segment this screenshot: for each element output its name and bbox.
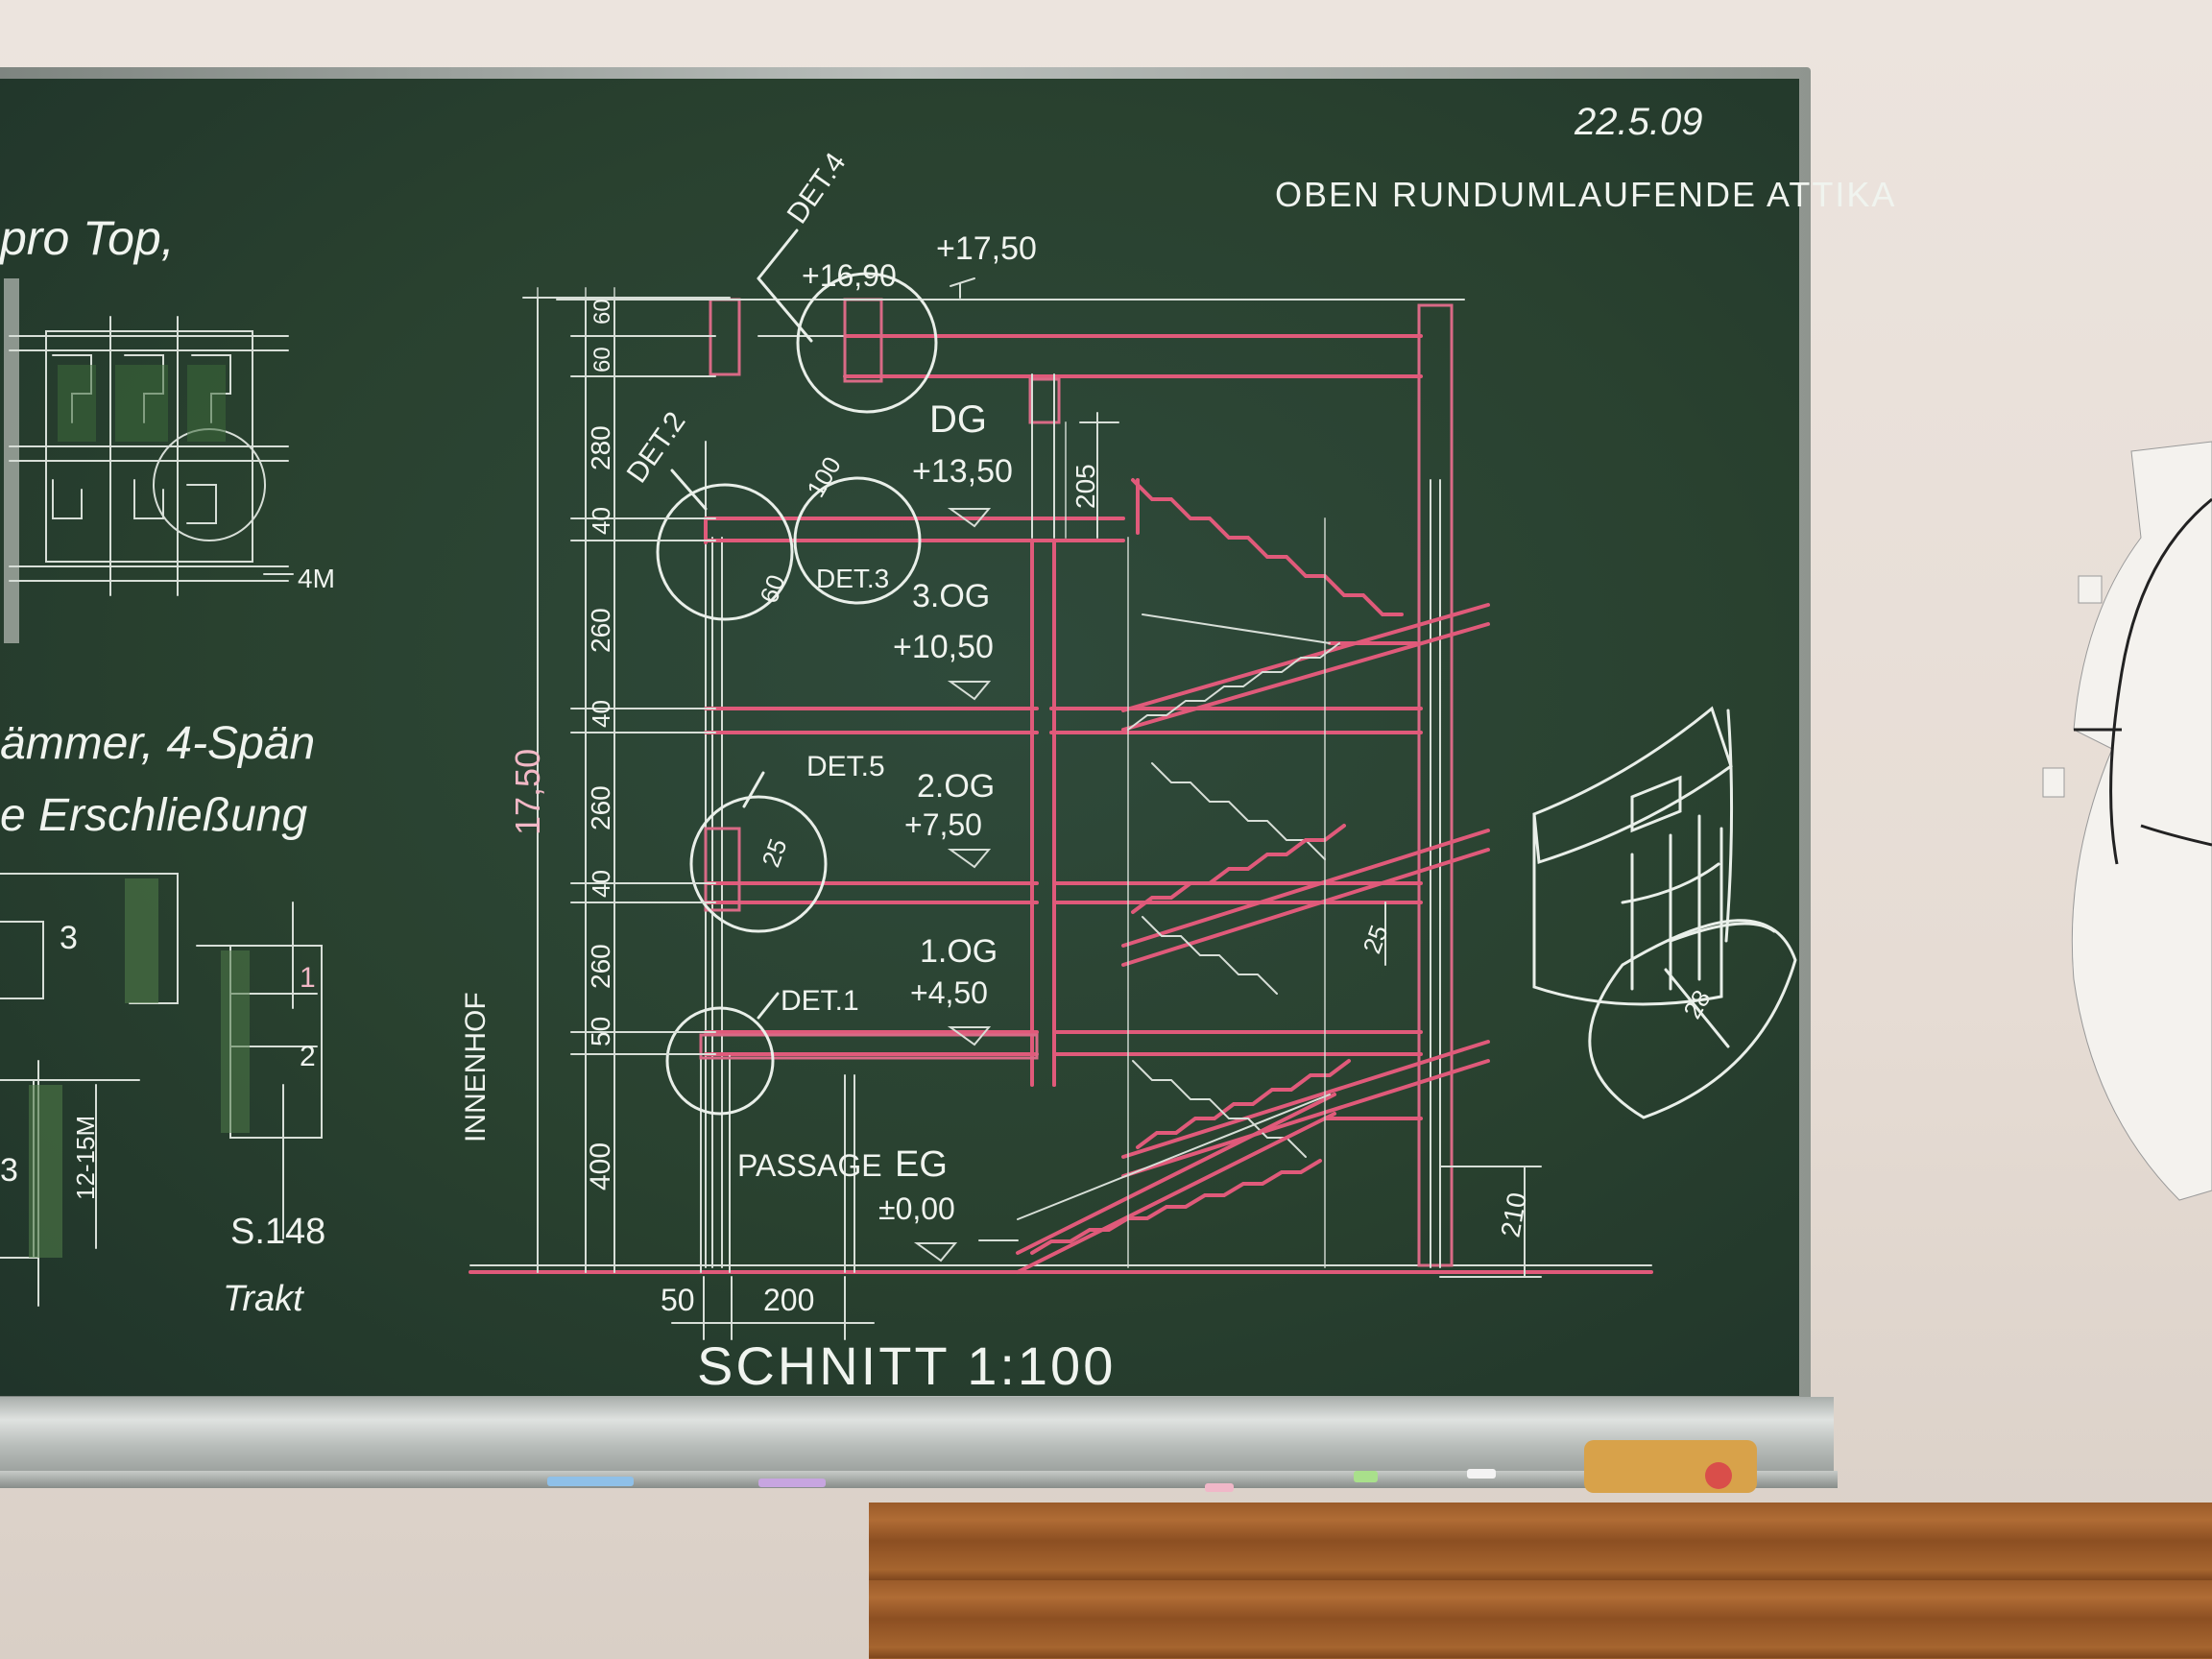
dimension-chain-right [950, 277, 1542, 1278]
det3-circle [793, 476, 922, 605]
dim-260c: 260 [586, 608, 615, 653]
dim-40b: 40 [587, 700, 615, 728]
dim-260b: 260 [586, 785, 615, 830]
perspective-sketch [1532, 706, 1797, 1119]
floorplan-sketch-top [9, 316, 294, 596]
right-facade-wall [1417, 303, 1454, 1267]
dim-25b: 25 [1357, 922, 1393, 957]
dim-260a: 260 [586, 944, 615, 989]
note-spaenner: ämmer, 4-Spän [0, 718, 315, 769]
det3-label: DET.3 [816, 564, 889, 593]
dim-40a: 40 [587, 870, 615, 898]
date-label: 22.5.09 [1574, 101, 1702, 143]
section-title: SCHNITT 1:100 [697, 1335, 1116, 1396]
level-markers [913, 508, 1019, 1262]
dim-400: 400 [585, 1142, 616, 1190]
room-3-upper: 3 [60, 920, 78, 956]
innenhof-label: INNENHOF [460, 992, 492, 1142]
level-og3-name: 3.OG [912, 578, 990, 614]
dim-bottom-50: 50 [661, 1283, 695, 1317]
level-og3: +10,50 [893, 629, 994, 665]
dim-280: 280 [586, 425, 615, 470]
dimension-chain-left [522, 297, 731, 1273]
sponge [1584, 1440, 1757, 1493]
dim-40c: 40 [587, 507, 615, 535]
section-drawing: +17,50 +16,90 DG +13,50 3.OG +10,50 2.OG… [460, 147, 1717, 1340]
dim-25a: 25 [756, 835, 792, 871]
attika-note: OBEN RUNDUMLAUFENDE ATTIKA [1275, 175, 1896, 214]
dim-60a: 60 [589, 347, 615, 373]
left-sketches: pro Top, 4M ämmer, 4-Spän e Erschließung [0, 211, 335, 1319]
dim-bottom-200: 200 [763, 1283, 814, 1317]
wall-poster-fragment [2042, 441, 2212, 1201]
det4-label: DET.4 [781, 147, 853, 229]
dim-60c: 60 [754, 571, 790, 607]
dim-60b: 60 [589, 299, 615, 325]
level-eg-name: EG [895, 1144, 948, 1185]
wooden-desk [869, 1503, 2212, 1659]
det2-label: DET.2 [621, 406, 692, 489]
note-pro-top: pro Top, [0, 211, 175, 265]
dim-210: 210 [1495, 1190, 1532, 1239]
dim-50: 50 [586, 1017, 615, 1046]
level-og2: +7,50 [904, 807, 982, 842]
level-og1: +4,50 [910, 975, 988, 1010]
note-erschliessung: e Erschließung [0, 790, 307, 841]
level-og1-name: 1.OG [920, 933, 998, 970]
level-og2-name: 2.OG [917, 768, 995, 805]
det1-circle [665, 1006, 775, 1116]
dim-205: 205 [1070, 464, 1100, 509]
room-1: 1 [300, 962, 316, 994]
level-attic: +16,90 [802, 258, 897, 293]
chalk-tray-lip [0, 1471, 1838, 1488]
level-top: +17,50 [936, 230, 1037, 267]
stairs [1016, 478, 1490, 1274]
trakt-note: Trakt [223, 1279, 304, 1319]
dimension-chain-bottom [671, 1276, 875, 1340]
chalk-pieces [547, 1440, 1757, 1493]
det2-circle [656, 483, 794, 621]
floor-slabs [704, 517, 1423, 1056]
det4-circle [796, 272, 938, 414]
det5-circle [689, 795, 828, 933]
level-dg: +13,50 [912, 453, 1013, 490]
dim-100: 100 [801, 451, 847, 502]
level-eg: ±0,00 [878, 1191, 955, 1226]
scale-4m-label: 4M [298, 564, 335, 593]
detail-circles [656, 228, 938, 1116]
room-2: 2 [300, 1041, 316, 1072]
range-label: 12-15M [71, 1116, 100, 1200]
dim-total: 17,50 [508, 749, 547, 835]
chalkboard [0, 79, 1799, 1396]
page-reference: S.148 [230, 1212, 325, 1252]
room-3-lower: 3 [0, 1152, 18, 1189]
det1-label: DET.1 [781, 985, 859, 1017]
passage-label: PASSAGE [737, 1148, 882, 1183]
level-dg-name: DG [929, 398, 987, 441]
det5-label: DET.5 [806, 751, 885, 782]
